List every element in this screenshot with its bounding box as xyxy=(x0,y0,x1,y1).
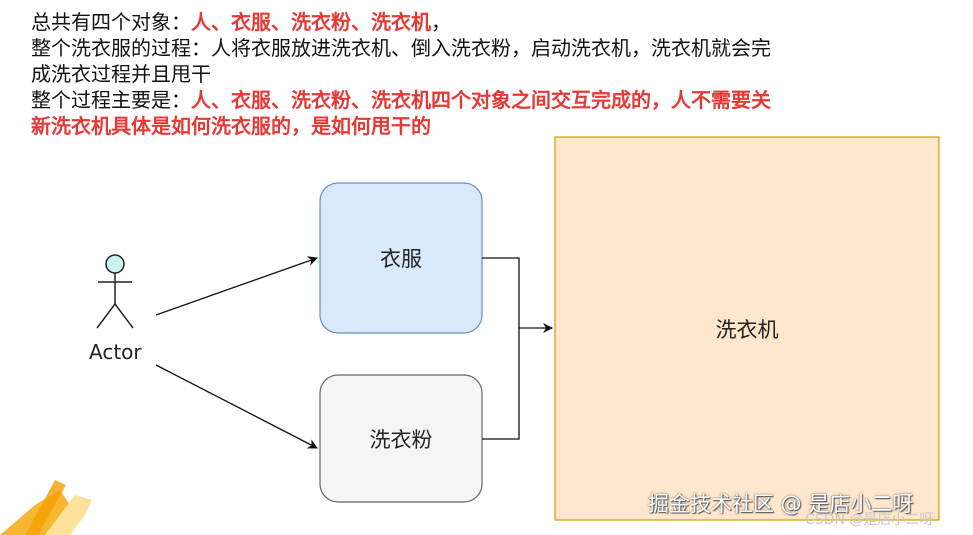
washer-label: 洗衣机 xyxy=(715,317,779,342)
washer-node[interactable] xyxy=(554,136,940,521)
actor-left-leg xyxy=(96,303,116,329)
watermark-juejin: 掘金技术社区 @ 是店小二呀 xyxy=(648,492,914,516)
detergent-label: 洗衣粉 xyxy=(369,427,433,452)
watermark-csdn: CSDN @是店小二呀 xyxy=(805,512,934,528)
detergent-to-washer-edge xyxy=(482,328,520,440)
description-text: 总共有四个对象：人、衣服、洗衣粉、洗衣机， 整个洗衣服的过程：人将衣服放进洗衣机… xyxy=(31,9,771,139)
objects-highlight: 人、衣服、洗衣粉、洗衣机 xyxy=(191,10,431,34)
summary-line-1: 整个过程主要是：人、衣服、洗衣粉、洗衣机四个对象之间交互完成的，人不需要关 xyxy=(31,88,771,112)
ribbon-decoration xyxy=(0,480,92,535)
clothes-label: 衣服 xyxy=(380,247,422,271)
summary-highlight-1: 人、衣服、洗衣粉、洗衣机四个对象之间交互完成的，人不需要关 xyxy=(191,88,771,112)
process-line-2: 成洗衣过程并且甩干 xyxy=(31,62,211,86)
actor-to-detergent-arrow xyxy=(155,364,318,449)
actor-right-leg xyxy=(114,303,134,329)
actor-head xyxy=(105,254,125,274)
actor-label: Actor xyxy=(89,340,142,364)
clothes-to-washer-edge xyxy=(482,257,553,333)
actor-figure xyxy=(96,254,134,329)
objects-line: 总共有四个对象：人、衣服、洗衣粉、洗衣机， xyxy=(31,10,451,34)
summary-highlight-2: 新洗衣机具体是如何洗衣服的，是如何甩干的 xyxy=(31,114,431,138)
actor-to-clothes-arrow xyxy=(155,256,318,316)
process-line-1: 整个洗衣服的过程：人将衣服放进洗衣机、倒入洗衣粉，启动洗衣机，洗衣机就会完 xyxy=(31,36,771,60)
